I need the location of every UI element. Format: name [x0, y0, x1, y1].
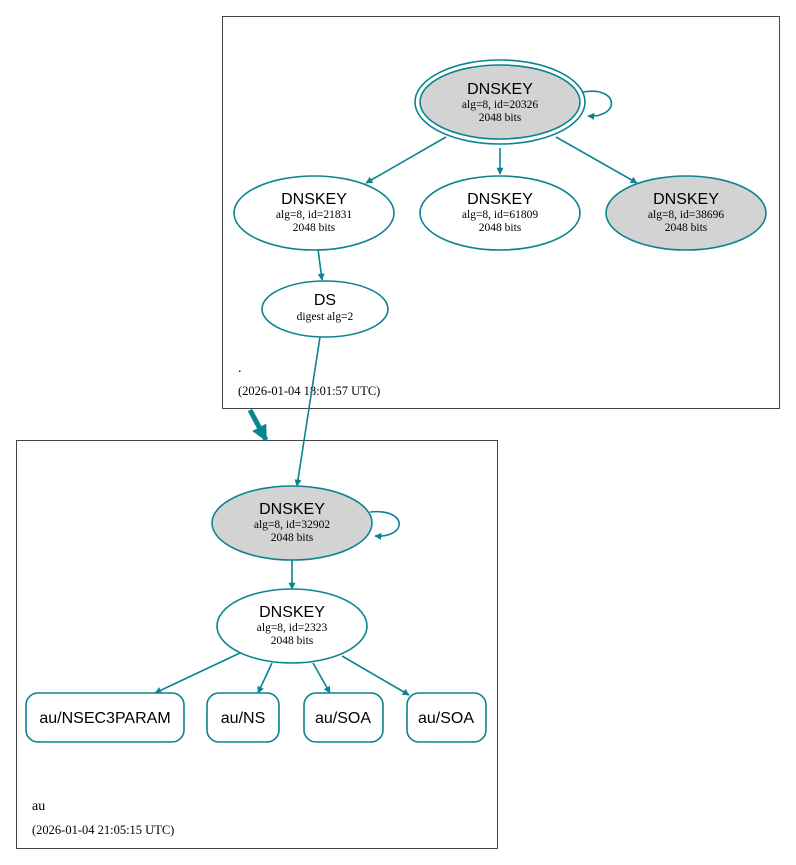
ds-node: DS digest alg=2	[261, 280, 389, 338]
rrset-box	[206, 692, 280, 743]
node-ellipse	[211, 485, 373, 561]
node-outer-ring	[414, 59, 586, 145]
node-title: DNSKEY	[259, 604, 325, 621]
node-title: DNSKEY	[653, 191, 719, 208]
node-alg-id: alg=8, id=38696	[648, 209, 724, 221]
node-ellipse	[216, 588, 368, 664]
rrset-soa-1: au/SOA	[303, 692, 384, 743]
edge-ksk-self	[582, 90, 613, 120]
au-zone-name: au	[32, 799, 45, 814]
rrset-label: au/NS	[221, 710, 265, 727]
node-alg-id: alg=8, id=20326	[462, 99, 538, 111]
dnskey-node-2323: DNSKEY alg=8, id=2323 2048 bits	[216, 588, 368, 664]
node-title: DNSKEY	[467, 191, 533, 208]
rrset-ns: au/NS	[206, 692, 280, 743]
edge-zsk-to-ns	[257, 662, 273, 694]
edge-zsk-to-soa-2	[341, 655, 410, 696]
rrset-box	[406, 692, 487, 743]
delegation-edge	[247, 408, 269, 442]
node-ellipse	[419, 64, 581, 140]
edge-zsk-to-soa-1	[312, 662, 331, 694]
au-zone-timestamp: (2026-01-04 21:05:15 UTC)	[32, 823, 174, 837]
rrset-soa-2: au/SOA	[406, 692, 487, 743]
node-bits: 2048 bits	[271, 532, 314, 544]
node-bits: 2048 bits	[271, 635, 314, 647]
edge-21831-to-ds	[317, 248, 325, 281]
rrset-label: au/SOA	[418, 710, 474, 727]
node-digest: digest alg=2	[297, 311, 354, 323]
node-bits: 2048 bits	[665, 222, 708, 234]
rrset-label: au/NSEC3PARAM	[39, 710, 170, 727]
edge-au-ksk-self	[369, 510, 400, 540]
root-zone-name: .	[238, 361, 242, 376]
dnskey-node-61809: DNSKEY alg=8, id=61809 2048 bits	[419, 175, 581, 251]
node-title: DNSKEY	[467, 81, 533, 98]
node-title: DNSKEY	[259, 501, 325, 518]
node-ellipse	[233, 175, 395, 251]
node-ellipse	[261, 280, 389, 338]
node-title: DNSKEY	[281, 191, 347, 208]
rrset-box	[25, 692, 185, 743]
rrset-nsec3param: au/NSEC3PARAM	[25, 692, 185, 743]
node-alg-id: alg=8, id=2323	[257, 622, 328, 634]
dnskey-node-38696: DNSKEY alg=8, id=38696 2048 bits	[605, 175, 767, 251]
edge-ds-to-au-ksk	[294, 336, 321, 487]
dnskey-node-32902: DNSKEY alg=8, id=32902 2048 bits	[211, 485, 373, 561]
rrset-box	[303, 692, 384, 743]
node-alg-id: alg=8, id=61809	[462, 209, 538, 221]
node-alg-id: alg=8, id=21831	[276, 209, 352, 221]
edge-zsk-to-nsec3param	[154, 652, 241, 694]
node-title: DS	[314, 292, 336, 309]
node-ellipse	[419, 175, 581, 251]
node-alg-id: alg=8, id=32902	[254, 519, 330, 531]
root-zone-box	[222, 16, 780, 409]
dnskey-node-20326: DNSKEY alg=8, id=20326 2048 bits	[414, 59, 586, 145]
rrset-label: au/SOA	[315, 710, 371, 727]
edge-ksk-to-38696	[555, 136, 638, 184]
node-bits: 2048 bits	[479, 222, 522, 234]
node-bits: 2048 bits	[293, 222, 336, 234]
root-zone-timestamp: (2026-01-04 18:01:57 UTC)	[238, 384, 380, 398]
dnskey-node-21831: DNSKEY alg=8, id=21831 2048 bits	[233, 175, 395, 251]
node-ellipse	[605, 175, 767, 251]
edge-ksk-to-21831	[365, 136, 447, 184]
node-bits: 2048 bits	[479, 112, 522, 124]
